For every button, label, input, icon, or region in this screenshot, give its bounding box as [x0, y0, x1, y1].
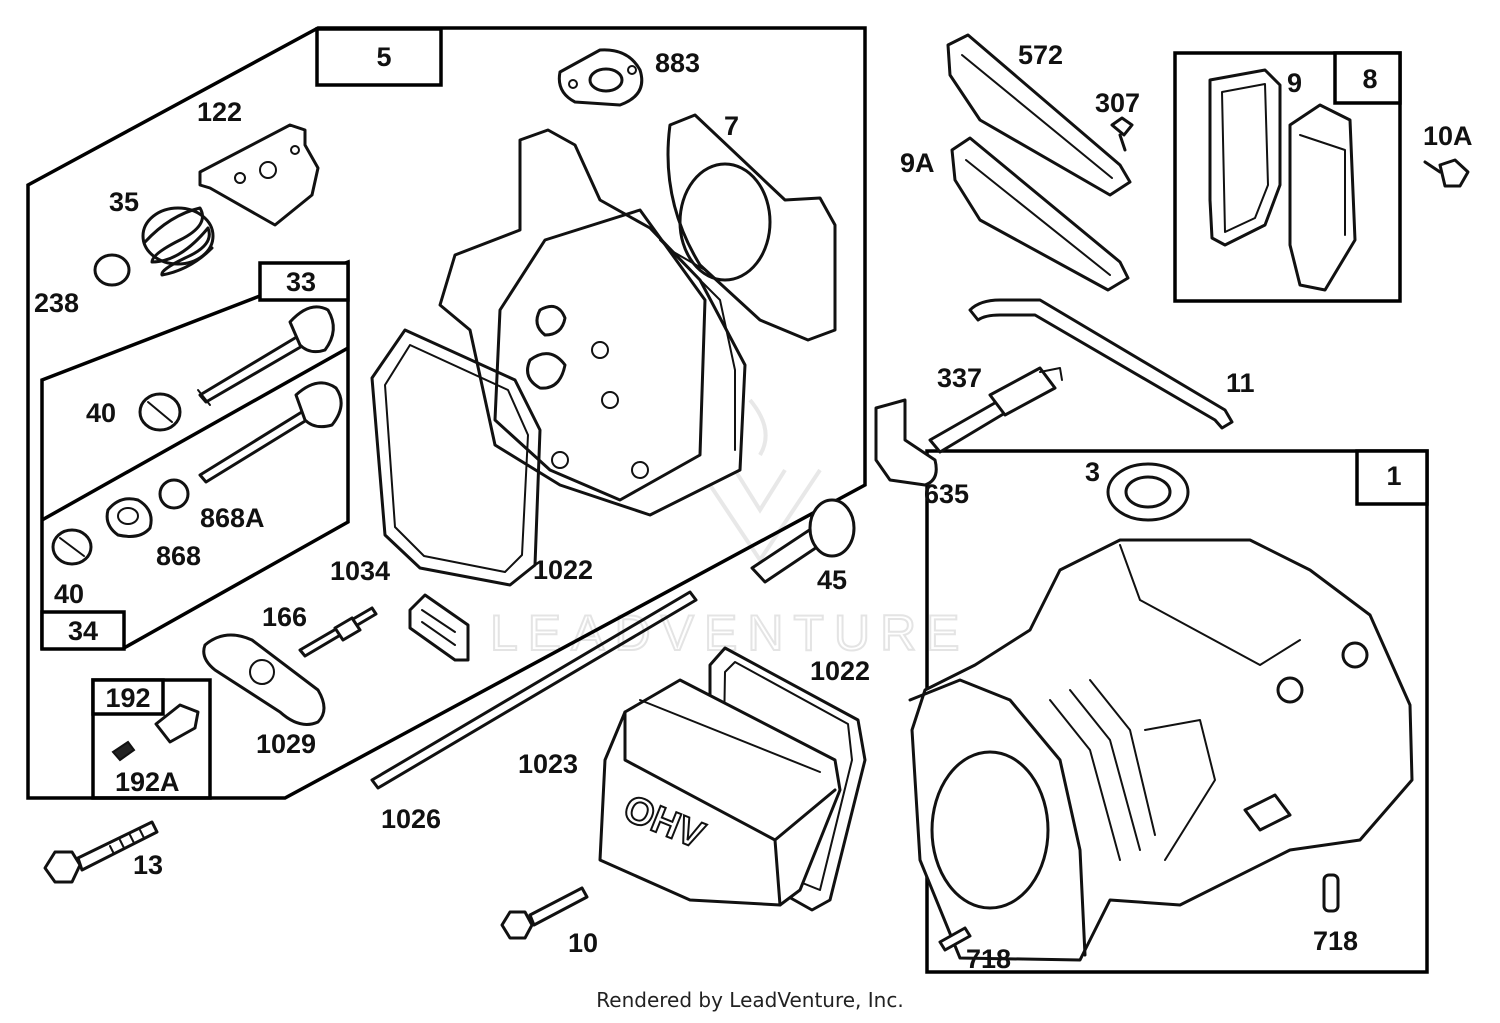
part-1034-plate: [408, 593, 470, 662]
box-label-8: 8: [1333, 51, 1402, 105]
callout-9A: 9A: [900, 148, 935, 178]
footer-credit: Rendered by LeadVenture, Inc.: [596, 988, 904, 1012]
callout-307: 307: [1095, 88, 1140, 118]
part-8-breather: [1288, 103, 1357, 292]
group-33-divider: [41, 346, 349, 522]
part-13-bolt: [43, 820, 159, 884]
part-307-screw: [1110, 116, 1134, 152]
callout-9: 9: [1287, 68, 1302, 98]
callout-7: 7: [724, 111, 739, 141]
watermark-logo-mark: [698, 398, 822, 564]
part-238-cap: [93, 253, 131, 287]
callout-10A: 10A: [1423, 121, 1473, 151]
callout-1022-upper: 1022: [533, 555, 593, 585]
svg-text:8: 8: [1362, 64, 1377, 94]
callout-1022-lower: 1022: [810, 656, 870, 686]
part-192-fitting: [154, 703, 200, 744]
part-166-stud: [298, 606, 378, 658]
part-572-gasket: [946, 33, 1132, 197]
callout-10: 10: [568, 928, 598, 958]
callout-166: 166: [262, 602, 307, 632]
callout-883: 883: [655, 48, 700, 78]
part-33-valve: [197, 305, 335, 406]
part-40-keeper-lower: [51, 528, 93, 566]
callout-572: 572: [1018, 40, 1063, 70]
part-868A-washer: [158, 478, 190, 510]
part-635-boot: [874, 398, 938, 487]
callout-718-left: 718: [966, 944, 1011, 974]
group-8-frame: [1173, 51, 1402, 303]
svg-text:192: 192: [105, 683, 150, 713]
part-cylinder-head: [438, 128, 747, 517]
part-40-keeper-upper: [138, 392, 182, 432]
callout-718-right: 718: [1313, 926, 1358, 956]
callout-45: 45: [817, 565, 847, 595]
part-9-gasket: [1208, 68, 1282, 247]
callout-192A: 192A: [115, 767, 180, 797]
part-718-dowel-left: [938, 926, 972, 952]
box-label-34: 34: [40, 610, 126, 651]
callout-1029: 1029: [256, 729, 316, 759]
part-7-head-gasket: [666, 113, 837, 342]
callout-1034: 1034: [330, 556, 390, 586]
callout-337: 337: [937, 363, 982, 393]
part-883-gasket: [557, 48, 644, 107]
part-718-dowel-right: [1322, 873, 1340, 913]
part-3-seal: [1106, 462, 1190, 522]
part-11-breather-tube: [968, 298, 1234, 430]
part-10-bolt: [500, 886, 589, 940]
callout-635: 635: [924, 479, 969, 509]
watermark-text: LEADVENTURE: [490, 605, 970, 661]
callout-3: 3: [1085, 457, 1100, 487]
box-label-5: 5: [315, 27, 443, 87]
part-34-valve: [198, 381, 343, 484]
callout-238: 238: [34, 288, 79, 318]
part-122-plate: [198, 123, 320, 227]
part-1022-gasket-upper: [370, 328, 542, 587]
part-868-seal: [105, 497, 153, 538]
part-10A-screw: [1423, 158, 1470, 188]
part-337-spark-plug: [928, 366, 1063, 454]
callout-35: 35: [109, 187, 139, 217]
callout-13: 13: [133, 850, 163, 880]
part-1026-push-rod: [370, 590, 698, 790]
callout-1023: 1023: [518, 749, 578, 779]
part-192A-set-screw: [111, 740, 136, 762]
svg-text:34: 34: [68, 616, 98, 646]
part-45-guide: [750, 498, 856, 584]
callout-122: 122: [197, 97, 242, 127]
box-label-33: 33: [258, 261, 350, 302]
svg-text:5: 5: [376, 42, 391, 72]
svg-text:1: 1: [1386, 461, 1401, 491]
svg-text:33: 33: [286, 267, 316, 297]
callout-1026: 1026: [381, 804, 441, 834]
part-1029-rocker-arm: [202, 633, 326, 726]
callout-40-upper: 40: [86, 398, 116, 428]
part-9A-gasket: [950, 136, 1130, 292]
callout-868A: 868A: [200, 503, 265, 533]
box-label-192: 192: [91, 678, 165, 716]
part-1023-valve-cover: [598, 678, 842, 907]
part-1-cylinder-block: [908, 538, 1414, 962]
callout-868: 868: [156, 541, 201, 571]
callout-11: 11: [1226, 368, 1255, 398]
part-35-spring: [141, 206, 215, 277]
callout-40-lower: 40: [54, 579, 84, 609]
box-label-1: 1: [1355, 449, 1429, 506]
